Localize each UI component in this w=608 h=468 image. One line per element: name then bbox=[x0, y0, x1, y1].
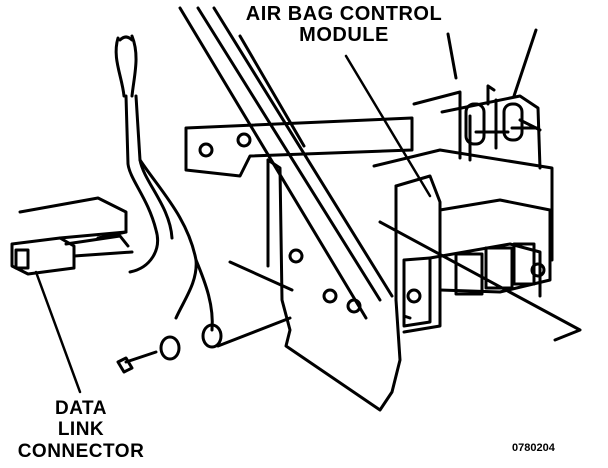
dlc-label-line2: LINK bbox=[57, 419, 105, 441]
air-bag-label-line1: AIR BAG CONTROL bbox=[245, 3, 443, 25]
wiring-harness bbox=[114, 34, 214, 332]
ground-terminals bbox=[116, 316, 292, 374]
dlc-label-line1: DATA bbox=[55, 398, 107, 419]
diagonal-brace bbox=[178, 6, 394, 320]
mounting-bolt-2 bbox=[322, 288, 338, 304]
mounting-bracket bbox=[184, 116, 414, 178]
mounting-bolt-1 bbox=[288, 248, 304, 264]
data-link-connector-label: DATA LINK CONNECTOR bbox=[6, 398, 156, 462]
air-bag-label-line2: MODULE bbox=[299, 24, 389, 46]
mounting-bolt-3 bbox=[346, 298, 362, 314]
data-link-connector bbox=[10, 230, 134, 276]
leader-lines bbox=[34, 54, 432, 394]
mounting-plate bbox=[266, 158, 402, 412]
air-bag-control-module bbox=[372, 28, 554, 334]
dlc-label-line3: CONNECTOR bbox=[17, 440, 145, 462]
figure-number: 0780204 bbox=[512, 442, 555, 454]
floor-bracket bbox=[18, 196, 582, 342]
air-bag-control-module-label: AIR BAG CONTROL MODULE bbox=[234, 4, 454, 46]
